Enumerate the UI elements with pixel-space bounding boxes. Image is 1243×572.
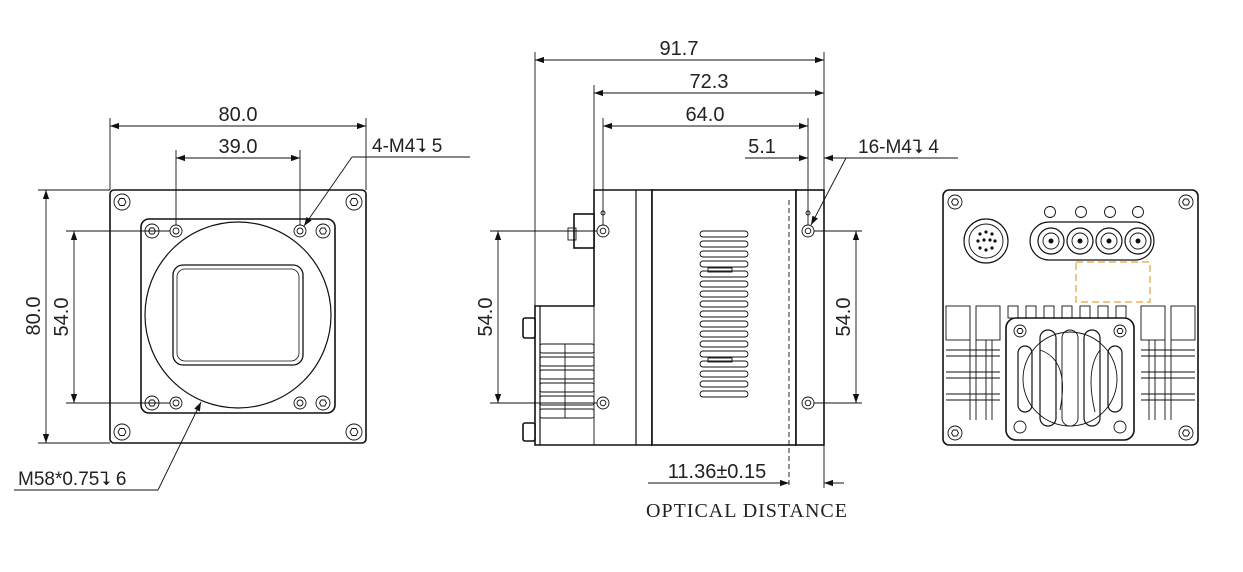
fan-vent-slots <box>1017 329 1123 427</box>
fan-plate <box>1005 317 1135 441</box>
hole-span-dimension: 64.0 <box>686 104 725 126</box>
circular-connector-icon <box>963 218 1009 264</box>
front-flange <box>795 189 825 446</box>
rear-fins <box>539 343 595 419</box>
rear-right-grid <box>1140 305 1196 420</box>
highlight-region <box>1075 261 1151 303</box>
body-vents <box>699 230 749 398</box>
front-hole-callout: 4-M4⮧ 5 <box>372 136 442 157</box>
corner-screw-icon <box>113 193 363 441</box>
status-led-icon <box>1044 206 1144 218</box>
main-body <box>651 189 797 446</box>
side-knob-icon <box>522 317 536 339</box>
front-height-dimension: 80.0 <box>23 297 45 336</box>
rear-view <box>942 189 1199 446</box>
front-vertical-spacing-dimension: 54.0 <box>51 298 73 337</box>
rear-left-grid <box>945 305 1001 420</box>
body-length-dimension: 72.3 <box>690 71 729 93</box>
front-width-dimension: 80.0 <box>219 104 258 126</box>
side-right-spacing-dimension: 54.0 <box>833 298 855 337</box>
coax-port-bank <box>1029 221 1155 261</box>
m4-hole-icon <box>169 224 307 410</box>
front-view: 80.0 39.0 80.0 54.0 4-M4⮧ 5 M58*0.75⮧ 6 <box>14 104 470 491</box>
side-hole-callout: 16-M4⮧ 4 <box>858 137 939 158</box>
edge-offset-dimension: 5.1 <box>748 136 776 158</box>
lens-mount-thread <box>144 221 332 409</box>
side-left-spacing-dimension: 54.0 <box>475 298 497 337</box>
overall-length-dimension: 91.7 <box>660 38 699 60</box>
side-view: 91.7 72.3 64.0 5.1 16-M4⮧ 4 54.0 54.0 11 <box>475 38 958 522</box>
thread-callout: M58*0.75⮧ 6 <box>18 469 126 490</box>
front-hole-spacing-dimension: 39.0 <box>219 136 258 158</box>
optical-distance-dimension: 11.36±0.15 <box>668 461 766 483</box>
coax-port-icon <box>1037 227 1152 255</box>
optical-distance-caption: OPTICAL DISTANCE <box>646 500 848 522</box>
sensor-window <box>172 264 304 366</box>
